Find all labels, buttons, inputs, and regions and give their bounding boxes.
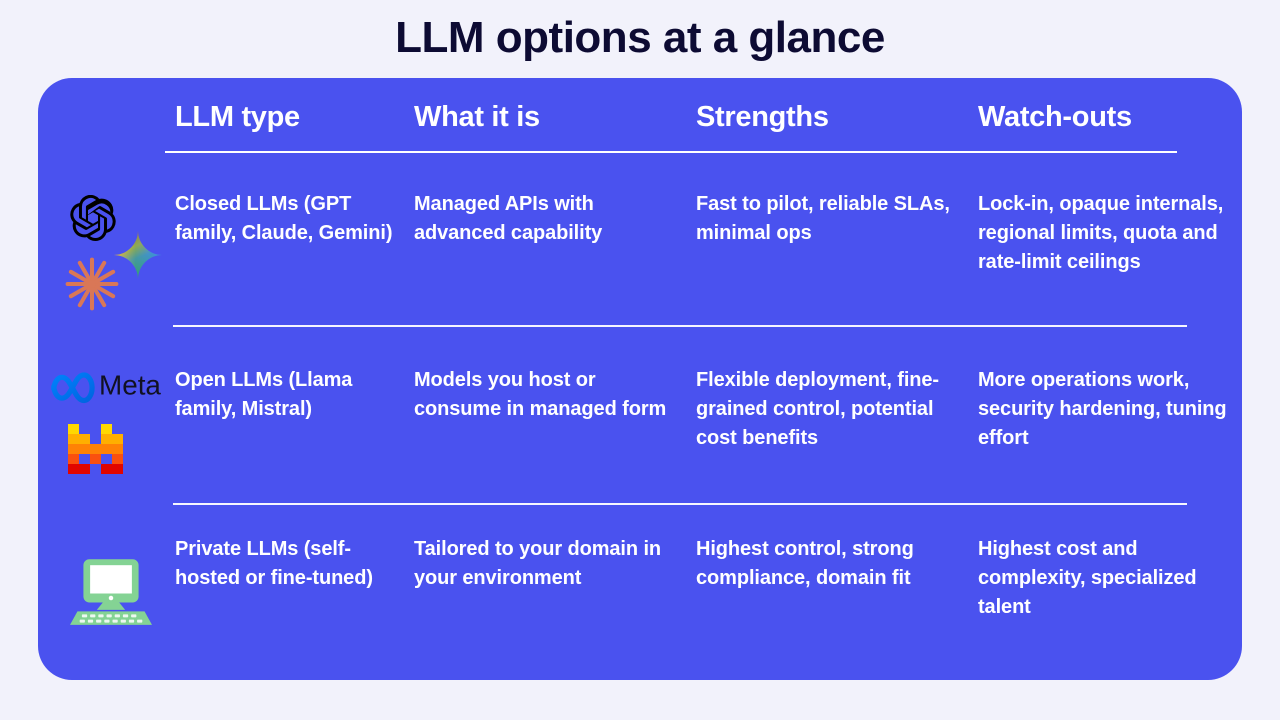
cell-strengths: Flexible deployment, fine-grained contro… bbox=[696, 369, 939, 449]
openai-icon bbox=[70, 194, 116, 242]
table-row: Private LLMs (self-hosted or fine-tuned)… bbox=[38, 535, 1242, 685]
cell-strengths: Highest control, strong compliance, doma… bbox=[696, 538, 914, 589]
table-header-row: LLM type What it is Strengths Watch-outs bbox=[38, 98, 1242, 136]
row-icons-private-llms bbox=[38, 535, 175, 685]
cell-watch-outs: More operations work, security hardening… bbox=[978, 369, 1227, 449]
cell-what-it-is: Models you host or consume in managed fo… bbox=[414, 369, 667, 420]
cell-watch-outs: Lock-in, opaque internals, regional limi… bbox=[978, 193, 1224, 273]
header-cell-watch-outs: Watch-outs bbox=[978, 101, 1132, 133]
meta-icon: Meta bbox=[48, 368, 164, 404]
row-icons-open-llms: Meta bbox=[38, 366, 175, 516]
claude-starburst-icon bbox=[63, 255, 121, 313]
row-divider bbox=[173, 503, 1187, 505]
header-cell-strengths: Strengths bbox=[696, 101, 829, 133]
table-row: Meta bbox=[38, 366, 1242, 516]
page-title: LLM options at a glance bbox=[395, 13, 885, 62]
header-cell-what-it-is: What it is bbox=[414, 101, 540, 133]
mistral-icon bbox=[68, 424, 123, 474]
row-icons-closed-llms bbox=[38, 190, 175, 340]
row-divider bbox=[173, 325, 1187, 327]
header-cell-icons bbox=[38, 98, 175, 136]
cell-what-it-is: Tailored to your domain in your environm… bbox=[414, 538, 662, 589]
llm-comparison-table: LLM type What it is Strengths Watch-outs bbox=[38, 78, 1242, 680]
header-cell-llm-type: LLM type bbox=[175, 101, 300, 133]
gemini-sparkle-icon bbox=[113, 230, 163, 280]
cell-llm-type: Private LLMs (self-hosted or fine-tuned) bbox=[175, 538, 373, 589]
cell-llm-type: Closed LLMs (GPT family, Claude, Gemini) bbox=[175, 193, 393, 244]
table-row: Closed LLMs (GPT family, Claude, Gemini)… bbox=[38, 190, 1242, 340]
header-divider bbox=[165, 151, 1177, 153]
cell-strengths: Fast to pilot, reliable SLAs, minimal op… bbox=[696, 193, 950, 244]
cell-what-it-is: Managed APIs with advanced capability bbox=[414, 193, 603, 244]
svg-text:Meta: Meta bbox=[99, 370, 161, 401]
cell-watch-outs: Highest cost and complexity, specialized… bbox=[978, 538, 1197, 618]
cell-llm-type: Open LLMs (Llama family, Mistral) bbox=[175, 369, 353, 420]
desktop-computer-icon bbox=[70, 559, 152, 631]
comparison-card: LLM type What it is Strengths Watch-outs bbox=[38, 78, 1242, 680]
